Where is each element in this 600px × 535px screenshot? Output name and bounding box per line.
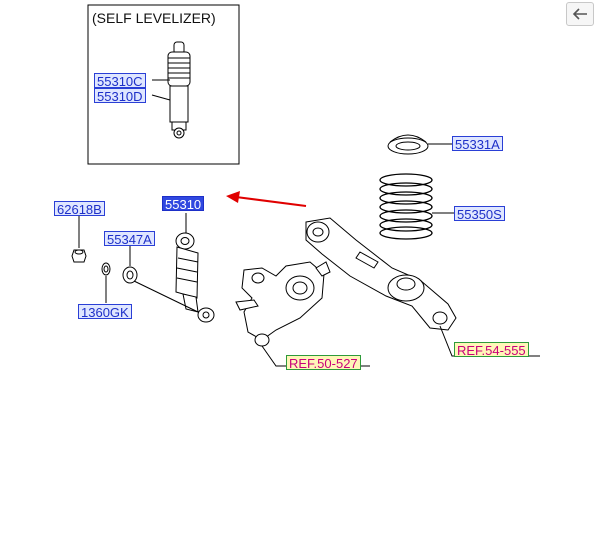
washer-55347a-drawing: [122, 266, 138, 284]
leader-55310d: [151, 94, 171, 101]
part-label-55310c[interactable]: 55310C: [94, 73, 146, 89]
nut-drawing: [71, 249, 87, 263]
part-label-62618b[interactable]: 62618B: [54, 201, 105, 217]
spring-seat-drawing: [387, 134, 429, 155]
part-label-55310[interactable]: 55310: [162, 196, 205, 212]
part-label-55350s[interactable]: 55350S: [454, 206, 505, 222]
part-label-55331a[interactable]: 55331A: [452, 136, 503, 152]
inset-frame: [87, 4, 240, 165]
coil-spring-drawing: [379, 173, 433, 240]
inset-title: (SELF LEVELIZER): [92, 10, 216, 26]
ref-link-50-527[interactable]: REF.50-527: [286, 355, 361, 371]
part-label-55347a[interactable]: 55347A: [104, 231, 155, 247]
part-label-1360gk[interactable]: 1360GK: [78, 304, 132, 320]
knuckle-drawing: [235, 261, 331, 347]
ref-link-54-555[interactable]: REF.54-555: [454, 342, 529, 358]
pointer-arrow: [226, 191, 307, 207]
part-label-55310d[interactable]: 55310D: [94, 88, 146, 104]
mount-axis-line: [133, 280, 199, 313]
back-button[interactable]: [566, 2, 594, 26]
washer-1360gk-drawing: [101, 262, 111, 276]
shock-absorber-drawing: [175, 232, 215, 323]
arrow-left-icon: [572, 8, 587, 20]
trailing-arm-drawing: [305, 217, 457, 331]
self-levelizer-shock-drawing: [167, 41, 191, 139]
